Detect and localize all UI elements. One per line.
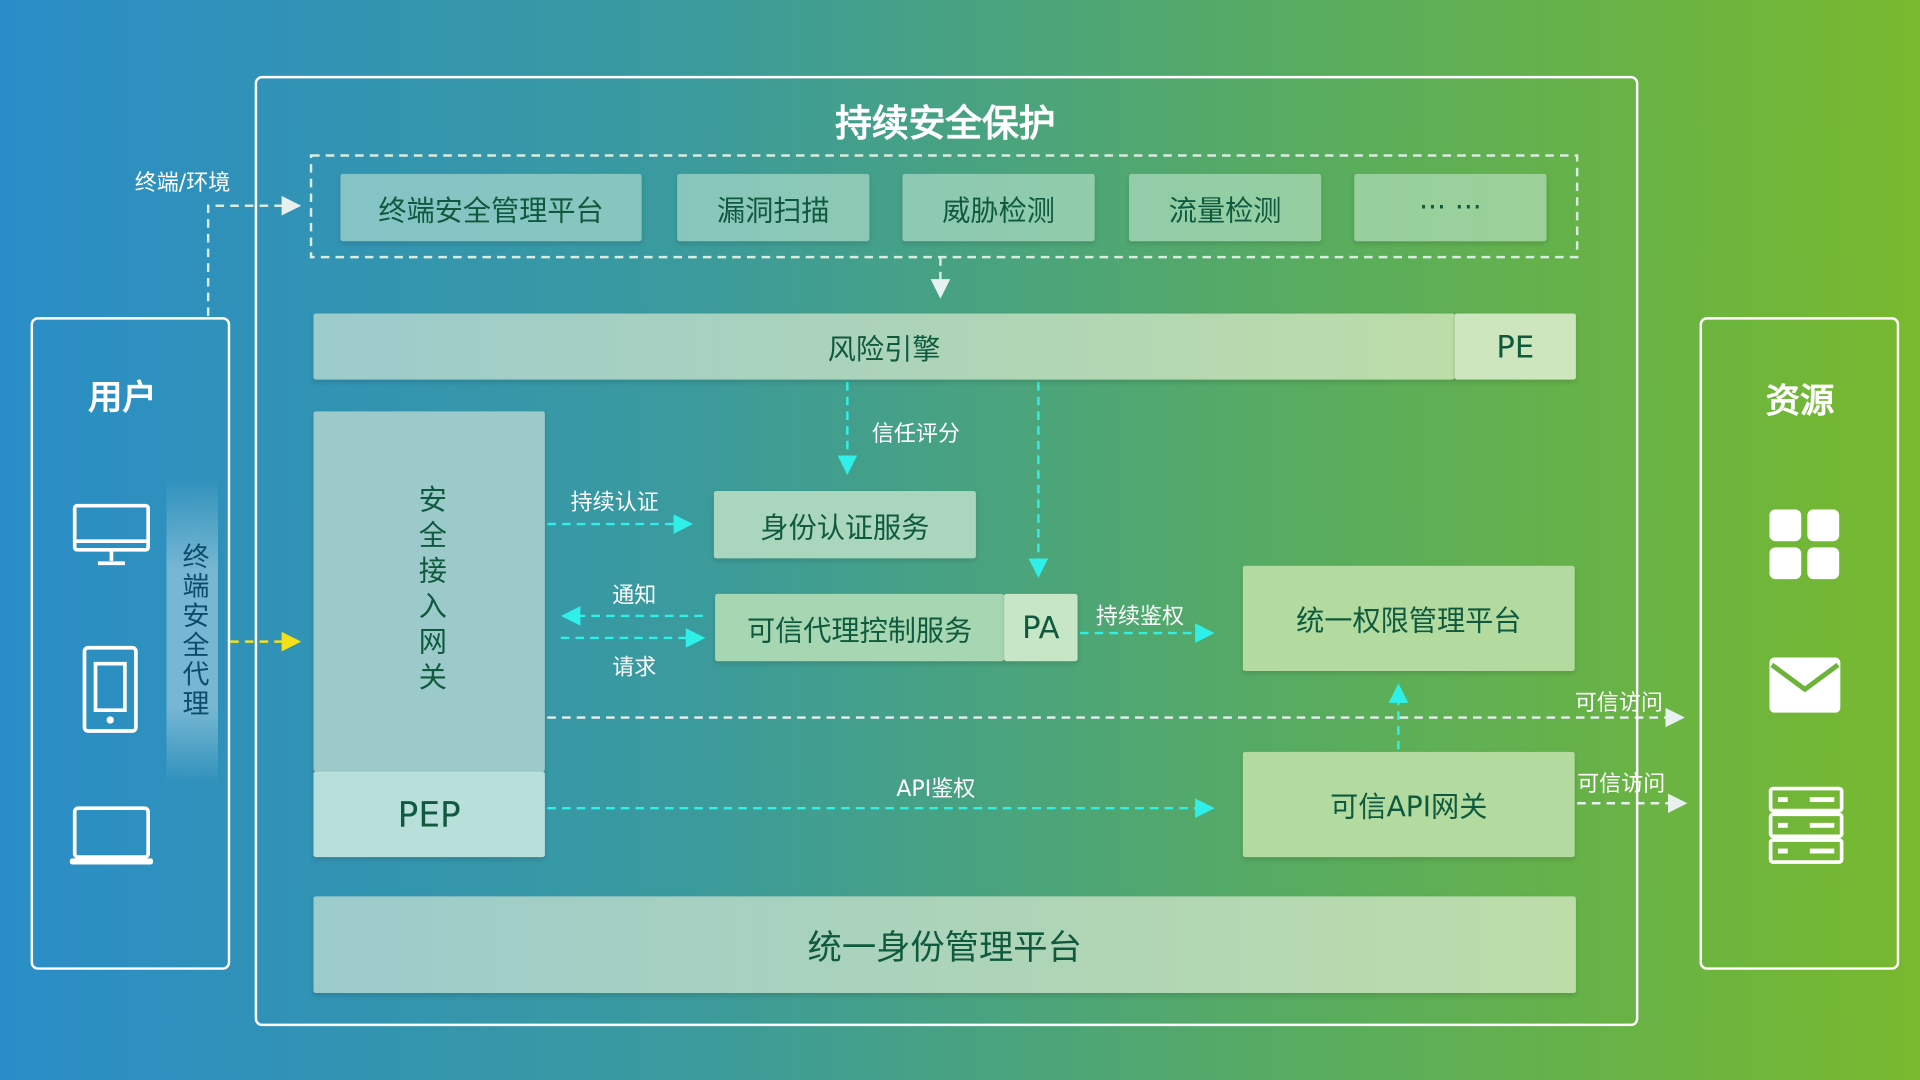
- users-panel: [30, 317, 231, 970]
- sensor-group-border: [309, 154, 1579, 259]
- pep-tag: PEP: [313, 771, 545, 858]
- resources-panel: [1699, 317, 1900, 970]
- proxy-control-service[interactable]: 可信代理控制服务: [715, 593, 1005, 662]
- request-label: 请求: [612, 655, 657, 681]
- env-label: 终端/环境: [134, 170, 231, 196]
- identity-platform[interactable]: 统一身份管理平台: [313, 896, 1576, 994]
- mail-icon: [1769, 657, 1841, 713]
- users-title: 用户: [88, 377, 157, 418]
- gateway-label: 安全接入网关: [413, 484, 446, 698]
- access-gateway[interactable]: 安全接入网关: [313, 411, 545, 772]
- continuous-auth-label: 持续认证: [570, 489, 659, 516]
- pa-tag: PA: [1004, 593, 1078, 662]
- api-gateway[interactable]: 可信API网关: [1242, 751, 1575, 858]
- endpoint-agent: 终端安全代理: [166, 477, 218, 784]
- risk-engine-label: 风险引擎: [827, 334, 941, 367]
- threat-detection[interactable]: 威胁检测: [902, 173, 1095, 242]
- server-icon: [1768, 786, 1844, 864]
- env-arrow: [206, 195, 302, 316]
- vuln-scan[interactable]: 漏洞扫描: [677, 173, 870, 242]
- phone-icon: [82, 645, 138, 733]
- endpoint-mgmt-platform[interactable]: 终端安全管理平台: [340, 173, 642, 242]
- trust-score-label: 信任评分: [871, 421, 961, 447]
- trusted-access-label-2: 可信访问: [1577, 771, 1666, 798]
- desktop-icon: [72, 503, 151, 566]
- apps-icon: [1769, 509, 1840, 580]
- identity-auth-service[interactable]: 身份认证服务: [713, 491, 976, 559]
- laptop-icon: [69, 806, 154, 865]
- trusted-access-label-1: 可信访问: [1574, 690, 1663, 717]
- more-item[interactable]: ··· ···: [1354, 173, 1547, 242]
- protection-frame: [254, 75, 1639, 1027]
- notify-label: 通知: [612, 582, 657, 609]
- resources-title: 资源: [1765, 380, 1835, 422]
- api-authz-label: API鉴权: [896, 776, 976, 803]
- pe-tag: PE: [1454, 313, 1576, 380]
- permission-platform[interactable]: 统一权限管理平台: [1242, 565, 1575, 672]
- risk-engine[interactable]: 风险引擎: [313, 313, 1455, 380]
- page-title: 持续安全保护: [835, 102, 1056, 146]
- traffic-detection[interactable]: 流量检测: [1128, 173, 1322, 242]
- continuous-authz-label: 持续鉴权: [1095, 603, 1185, 630]
